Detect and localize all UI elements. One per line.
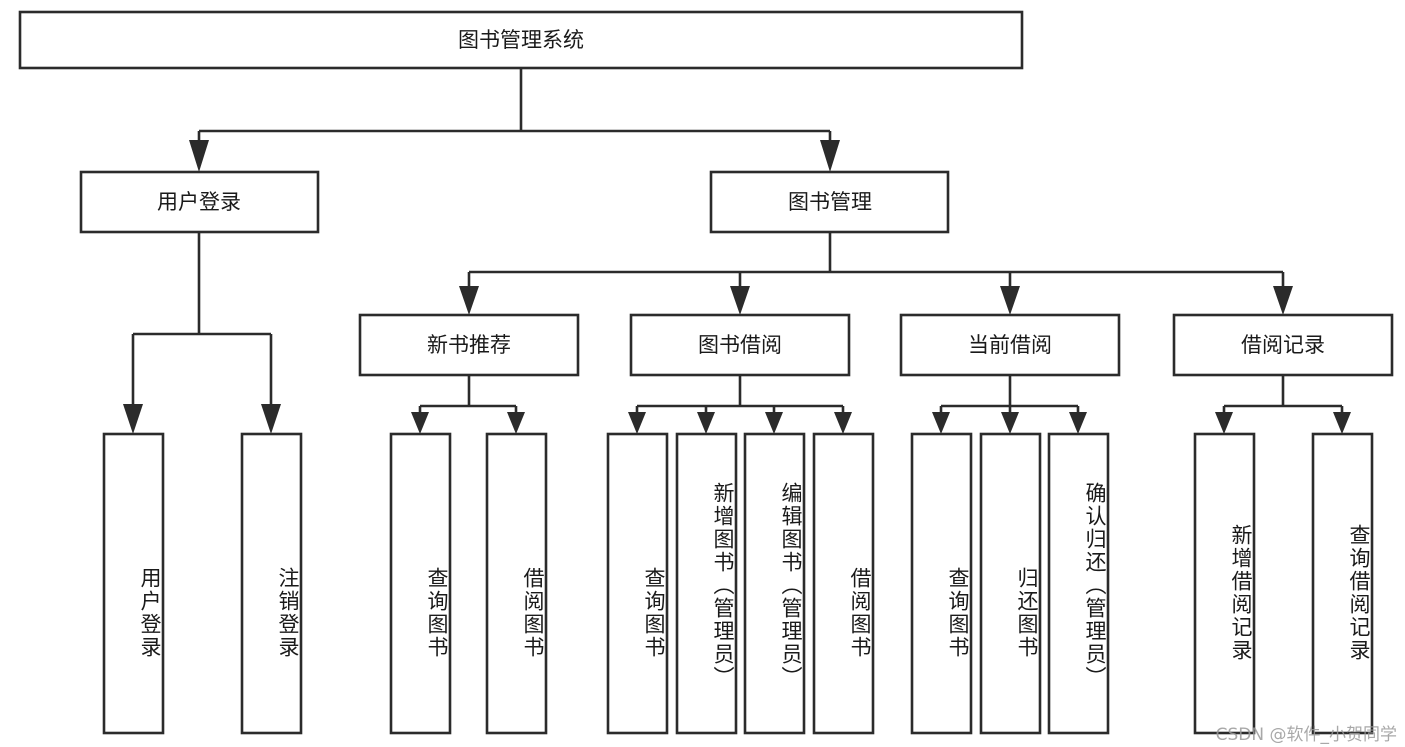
node-current-borrow[interactable]: 当前借阅 bbox=[899, 313, 1121, 377]
node-book-borrow[interactable]: 图书借阅 bbox=[629, 313, 851, 377]
leaf-box-currentborrow-query[interactable] bbox=[910, 432, 973, 735]
leaf-box-currentborrow-confirm[interactable] bbox=[1047, 432, 1110, 735]
node-borrow-record-box[interactable] bbox=[1172, 313, 1394, 377]
connector-layer bbox=[123, 68, 1351, 434]
arrow-head-currentborrow-leaf-1 bbox=[932, 412, 950, 434]
leaf-box-bookborrow-borrow[interactable] bbox=[812, 432, 875, 735]
node-new-book-recommend[interactable]: 新书推荐 bbox=[358, 313, 580, 377]
arrow-head-leaf-user-login bbox=[123, 404, 143, 434]
leaf-box-user-login[interactable] bbox=[102, 432, 165, 735]
leaf-box-bookborrow-query[interactable] bbox=[606, 432, 669, 735]
arrow-head-book-manage bbox=[820, 140, 840, 172]
arrow-head-bookborrow-leaf-3 bbox=[765, 412, 783, 434]
node-current-borrow-label: 当前借阅 bbox=[968, 333, 1052, 357]
node-book-manage-box[interactable] bbox=[709, 170, 950, 234]
leaf-box-bookborrow-add[interactable] bbox=[675, 432, 738, 735]
arrow-head-borrow-record bbox=[1273, 286, 1293, 315]
node-borrow-record[interactable]: 借阅记录 bbox=[1172, 313, 1394, 377]
arrow-head-borrowrecord-leaf-1 bbox=[1215, 412, 1233, 434]
node-current-borrow-box[interactable] bbox=[899, 313, 1121, 377]
node-user-login-label: 用户登录 bbox=[157, 190, 241, 214]
leaf-box-record-query[interactable] bbox=[1311, 432, 1374, 735]
node-user-login[interactable]: 用户登录 bbox=[79, 170, 320, 234]
node-user-login-box[interactable] bbox=[79, 170, 320, 234]
node-book-manage[interactable]: 图书管理 bbox=[709, 170, 950, 234]
watermark-text: CSDN @软件_小贺同学 bbox=[1215, 725, 1397, 745]
arrow-head-currentborrow-leaf-3 bbox=[1069, 412, 1087, 434]
leaf-box-logout[interactable] bbox=[240, 432, 303, 735]
arrow-head-bookborrow-leaf-2 bbox=[697, 412, 715, 434]
leaf-box-currentborrow-return[interactable] bbox=[979, 432, 1042, 735]
node-borrow-record-label: 借阅记录 bbox=[1241, 333, 1325, 357]
arrow-head-borrowrecord-leaf-2 bbox=[1333, 412, 1351, 434]
node-root[interactable]: 图书管理系统 bbox=[18, 10, 1024, 70]
node-book-borrow-label: 图书借阅 bbox=[698, 333, 782, 357]
arrow-head-current-borrow bbox=[1000, 286, 1020, 315]
arrow-head-user-login bbox=[189, 140, 209, 172]
node-new-book-recommend-label: 新书推荐 bbox=[427, 333, 511, 357]
leaf-box-newbook-query[interactable] bbox=[389, 432, 452, 735]
arrow-head-bookborrow-leaf-1 bbox=[628, 412, 646, 434]
arrow-head-currentborrow-leaf-2 bbox=[1001, 412, 1019, 434]
node-root-box[interactable] bbox=[18, 10, 1024, 70]
arrow-head-newbook-leaf-2 bbox=[507, 412, 525, 434]
arrow-head-newbook-leaf-1 bbox=[411, 412, 429, 434]
node-book-borrow-box[interactable] bbox=[629, 313, 851, 377]
node-root-label: 图书管理系统 bbox=[458, 28, 584, 52]
node-new-book-recommend-box[interactable] bbox=[358, 313, 580, 377]
leaf-box-newbook-borrow[interactable] bbox=[485, 432, 548, 735]
arrow-head-leaf-logout bbox=[261, 404, 281, 434]
node-book-manage-label: 图书管理 bbox=[788, 190, 872, 214]
arrow-head-new-book bbox=[459, 286, 479, 315]
arrow-head-book-borrow bbox=[730, 286, 750, 315]
arrow-head-bookborrow-leaf-4 bbox=[834, 412, 852, 434]
leaf-box-bookborrow-edit[interactable] bbox=[743, 432, 806, 735]
leaf-box-record-add[interactable] bbox=[1193, 432, 1256, 735]
